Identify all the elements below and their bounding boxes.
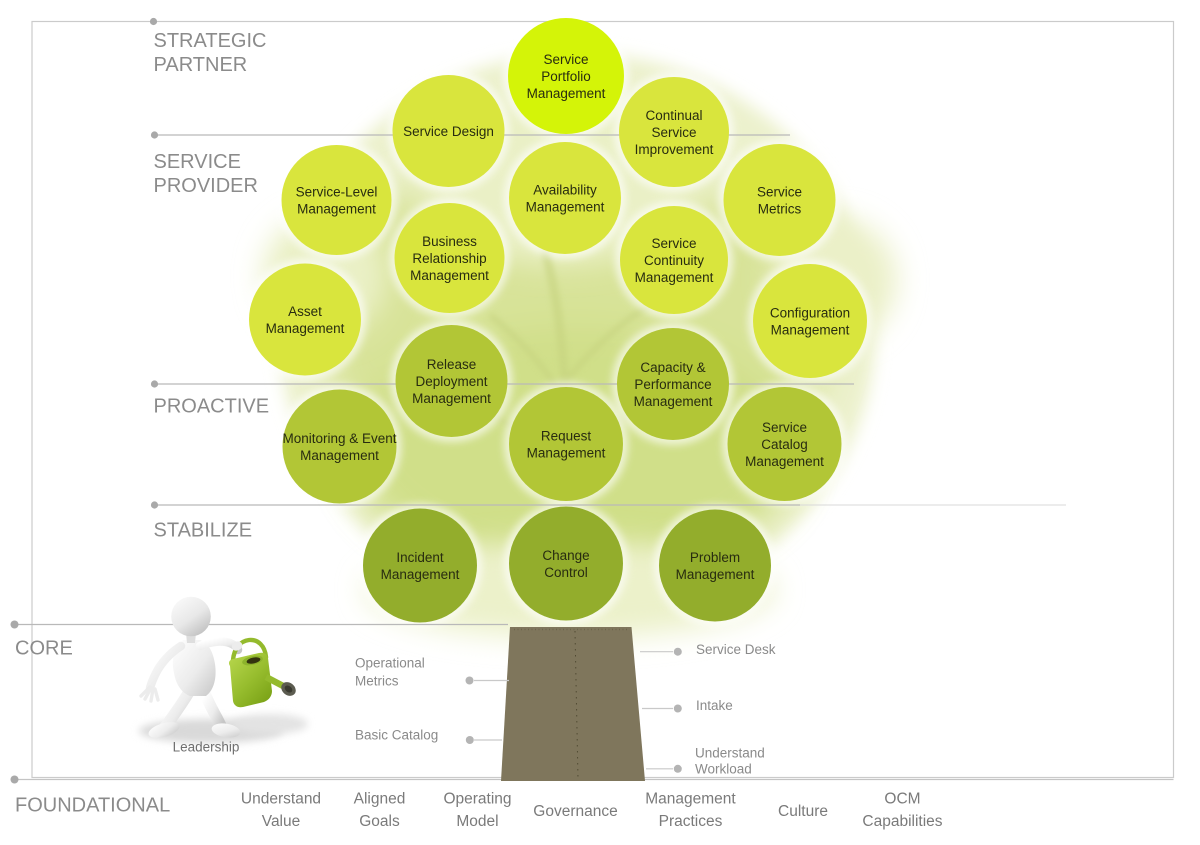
svg-text:Understand: Understand — [241, 791, 321, 808]
svg-text:Deployment: Deployment — [415, 374, 487, 389]
svg-text:Incident: Incident — [396, 550, 444, 565]
svg-text:STABILIZE: STABILIZE — [154, 520, 253, 542]
svg-text:Management: Management — [527, 86, 606, 101]
svg-text:Management: Management — [410, 268, 489, 283]
svg-text:Service Design: Service Design — [403, 124, 494, 139]
svg-text:Management: Management — [635, 270, 714, 285]
svg-text:PROVIDER: PROVIDER — [154, 175, 258, 197]
svg-text:Management: Management — [634, 394, 713, 409]
svg-text:Management: Management — [745, 454, 824, 469]
svg-text:PROACTIVE: PROACTIVE — [154, 396, 270, 418]
svg-text:Service: Service — [762, 420, 807, 435]
svg-text:Management: Management — [676, 567, 755, 582]
svg-text:Control: Control — [544, 565, 588, 580]
svg-text:Practices: Practices — [659, 813, 723, 830]
svg-text:Performance: Performance — [634, 377, 711, 392]
svg-text:Service Desk: Service Desk — [696, 642, 776, 657]
svg-text:Asset: Asset — [288, 304, 322, 319]
svg-text:OCM: OCM — [884, 791, 920, 808]
svg-text:Catalog: Catalog — [761, 437, 808, 452]
svg-text:Portfolio: Portfolio — [541, 69, 591, 84]
svg-text:Aligned: Aligned — [354, 791, 406, 808]
svg-text:Model: Model — [456, 813, 498, 830]
svg-text:Management: Management — [645, 791, 736, 808]
svg-text:Management: Management — [381, 567, 460, 582]
svg-text:Service: Service — [757, 185, 802, 200]
svg-text:Management: Management — [527, 446, 606, 461]
svg-text:PARTNER: PARTNER — [154, 54, 248, 76]
svg-text:Value: Value — [262, 813, 301, 830]
svg-text:Management: Management — [297, 202, 376, 217]
svg-text:Business: Business — [422, 234, 477, 249]
svg-text:Service-Level: Service-Level — [296, 185, 378, 200]
svg-text:Culture: Culture — [778, 803, 828, 820]
svg-text:Capabilities: Capabilities — [862, 813, 942, 830]
svg-text:Request: Request — [541, 429, 592, 444]
svg-text:Operating: Operating — [443, 791, 511, 808]
svg-text:Improvement: Improvement — [635, 142, 714, 157]
svg-text:Monitoring & Event: Monitoring & Event — [282, 431, 396, 446]
svg-text:Metrics: Metrics — [758, 202, 802, 217]
svg-text:Management: Management — [526, 200, 605, 215]
svg-text:Metrics: Metrics — [355, 674, 399, 689]
svg-text:Release: Release — [427, 357, 477, 372]
svg-text:Service: Service — [651, 125, 696, 140]
svg-text:Governance: Governance — [533, 803, 617, 820]
svg-text:Service: Service — [543, 52, 588, 67]
svg-text:Management: Management — [300, 448, 379, 463]
svg-text:Operational: Operational — [355, 656, 425, 671]
svg-text:Management: Management — [412, 391, 491, 406]
svg-text:Service: Service — [651, 236, 696, 251]
svg-text:Problem: Problem — [690, 550, 740, 565]
svg-text:Goals: Goals — [359, 813, 400, 830]
svg-text:Availability: Availability — [533, 183, 597, 198]
svg-text:Intake: Intake — [696, 698, 733, 713]
svg-text:Change: Change — [542, 548, 589, 563]
svg-text:Continuity: Continuity — [644, 253, 704, 268]
svg-text:CORE: CORE — [15, 638, 73, 660]
svg-text:Configuration: Configuration — [770, 306, 850, 321]
svg-text:Continual: Continual — [645, 108, 702, 123]
svg-text:STRATEGIC: STRATEGIC — [154, 30, 267, 52]
svg-text:Leadership: Leadership — [173, 740, 240, 755]
svg-text:Workload: Workload — [695, 762, 752, 777]
svg-text:Relationship: Relationship — [412, 251, 486, 266]
svg-text:FOUNDATIONAL: FOUNDATIONAL — [15, 795, 170, 817]
svg-text:SERVICE: SERVICE — [154, 151, 241, 173]
svg-text:Management: Management — [771, 323, 850, 338]
svg-text:Management: Management — [266, 321, 345, 336]
svg-text:Understand: Understand — [695, 746, 765, 761]
svg-text:Capacity &: Capacity & — [640, 360, 705, 375]
svg-text:Basic Catalog: Basic Catalog — [355, 728, 438, 743]
